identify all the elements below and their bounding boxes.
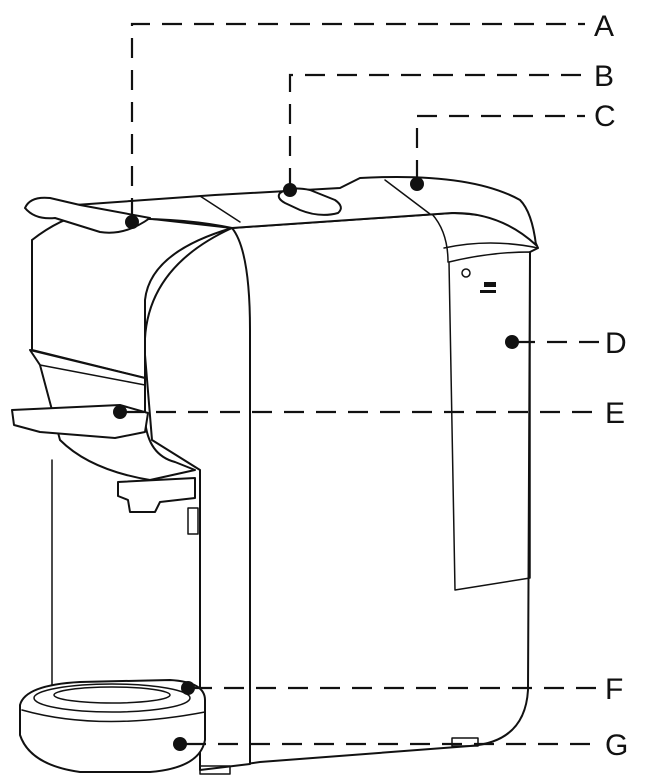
machine-body	[231, 212, 539, 765]
callout-b: B	[283, 60, 614, 197]
drawer-handle	[11, 404, 149, 439]
drip-tray-rim	[21, 709, 206, 723]
callout-d: D	[505, 327, 627, 360]
callout-f-letter: F	[605, 673, 623, 706]
callout-b-letter: B	[594, 60, 614, 93]
callout-e: E	[113, 397, 625, 430]
callout-d-letter: D	[605, 327, 627, 360]
brand-logo-mark	[461, 268, 496, 293]
callout-a-leader	[130, 22, 585, 218]
callout-c-dot	[410, 177, 424, 191]
outlet-side-tab	[187, 507, 199, 535]
callout-c: C	[410, 100, 616, 191]
coffee-outlet	[117, 477, 196, 513]
brew-head	[31, 211, 233, 379]
top-lid-seam	[199, 195, 241, 223]
cup-recess	[51, 459, 201, 691]
callout-d-dot	[505, 335, 519, 349]
callout-g-dot	[173, 737, 187, 751]
machine-foot	[451, 737, 479, 747]
capsule-drawer-top	[39, 364, 146, 386]
machine-foot	[199, 765, 231, 775]
callout-e-dot	[113, 405, 127, 419]
drip-tray	[19, 679, 206, 773]
callout-a-dot	[125, 215, 139, 229]
water-tank	[448, 251, 531, 591]
drip-tray-grille	[33, 683, 191, 713]
drip-tray-grille-inner	[53, 686, 171, 704]
callout-f: F	[181, 673, 623, 706]
callout-g-letter: G	[605, 729, 628, 762]
callout-c-letter: C	[594, 100, 616, 133]
callout-f-dot	[181, 681, 195, 695]
callout-a: A	[125, 10, 614, 229]
coffee-machine	[11, 175, 539, 775]
water-tank-top-edge	[443, 242, 539, 249]
callout-b-dot	[283, 183, 297, 197]
capsule-lever	[24, 196, 151, 234]
body-side-divider	[431, 213, 449, 263]
callout-e-letter: E	[605, 397, 625, 430]
top-lid-seam-right	[384, 179, 431, 215]
callout-g: G	[173, 729, 628, 762]
callout-c-leader	[415, 114, 585, 180]
callout-a-letter: A	[594, 10, 614, 43]
callout-b-leader	[288, 73, 585, 188]
